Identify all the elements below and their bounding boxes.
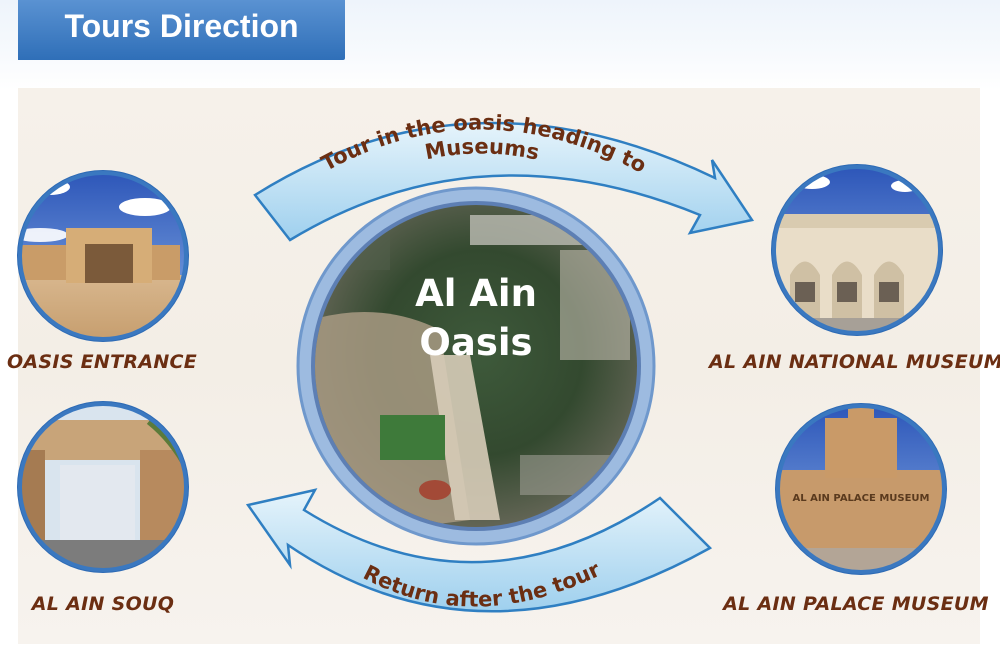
bottom-arrow: Return after the tour [245,488,713,613]
label-palace-museum: AL AIN PALACE MUSEUM [721,593,989,615]
label-oasis-entrance: OASIS ENTRANCE [7,351,197,373]
national-museum-photo [771,164,943,336]
page-title: Tours Direction [64,8,299,44]
al-ain-souq-photo [17,401,189,573]
oasis-map-circle: Al Ain Oasis [296,186,656,546]
top-arrow-shape [253,121,755,242]
oasis-entrance-photo [17,170,189,342]
center-label-line2: Oasis [419,321,532,364]
palace-sign-text: AL AIN PALACE MUSEUM [793,493,930,504]
title-banner: Tours Direction [18,0,345,60]
center-label-line1: Al Ain [415,272,537,315]
label-national-museum: AL AIN NATIONAL MUSEUM [707,351,1000,373]
bottom-arrow-shape [245,488,713,613]
palace-museum-photo: AL AIN PALACE MUSEUM [775,403,947,575]
label-al-ain-souq: AL AIN SOUQ [30,593,174,615]
